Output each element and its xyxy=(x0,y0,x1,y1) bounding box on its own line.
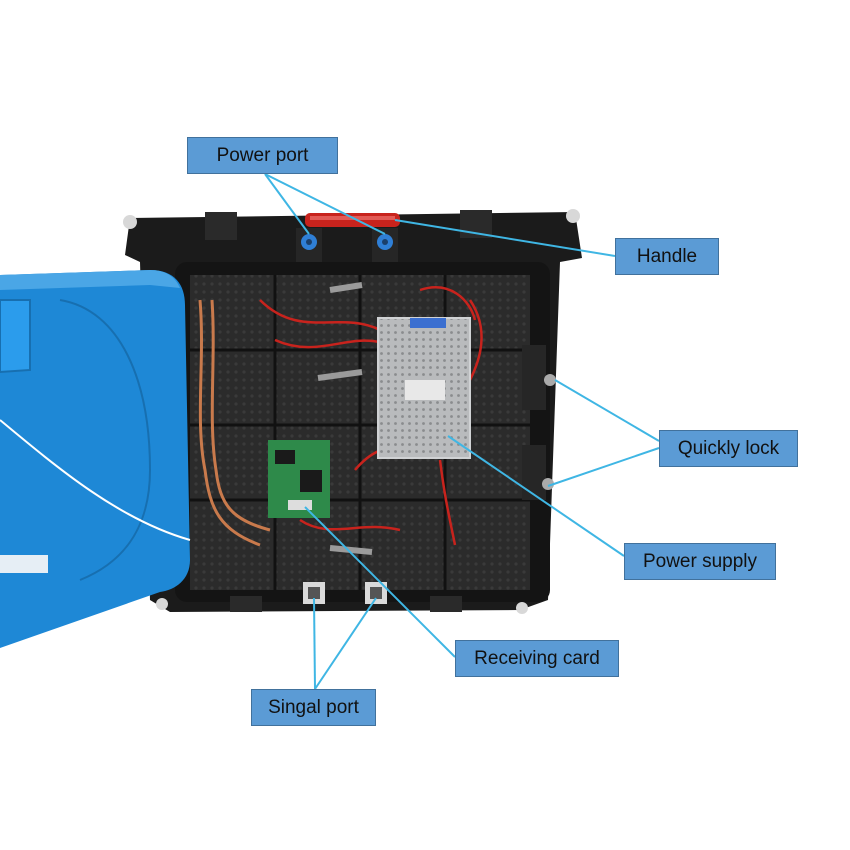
leader-receiving-card xyxy=(304,506,456,658)
label-power-port: Power port xyxy=(187,137,338,174)
receiving-card-board xyxy=(268,440,330,518)
leader-signal-port-left xyxy=(313,597,316,690)
signal-port-connectors xyxy=(303,582,387,604)
quick-lock-latches xyxy=(522,345,556,500)
leader-power-supply xyxy=(447,435,625,557)
label-signal-port: Singal port xyxy=(251,689,376,726)
ribbon-cables xyxy=(317,282,373,555)
label-handle: Handle xyxy=(615,238,719,275)
leader-lines xyxy=(264,173,660,690)
leader-power-port-right xyxy=(264,173,386,235)
leader-quickly-lock-top xyxy=(554,379,660,442)
led-module-grid xyxy=(190,275,530,590)
label-quickly-lock: Quickly lock xyxy=(659,430,798,467)
label-receiving-card: Receiving card xyxy=(455,640,619,677)
leader-handle xyxy=(394,219,616,257)
label-power-supply: Power supply xyxy=(624,543,776,580)
handle-bar xyxy=(305,213,400,227)
leader-power-port-left xyxy=(264,173,310,235)
leader-quickly-lock-bottom xyxy=(547,447,660,487)
power-supply-unit xyxy=(377,317,471,459)
leader-signal-port-right xyxy=(314,597,377,690)
rear-door-blue xyxy=(0,270,191,648)
orange-wiring xyxy=(198,299,271,547)
